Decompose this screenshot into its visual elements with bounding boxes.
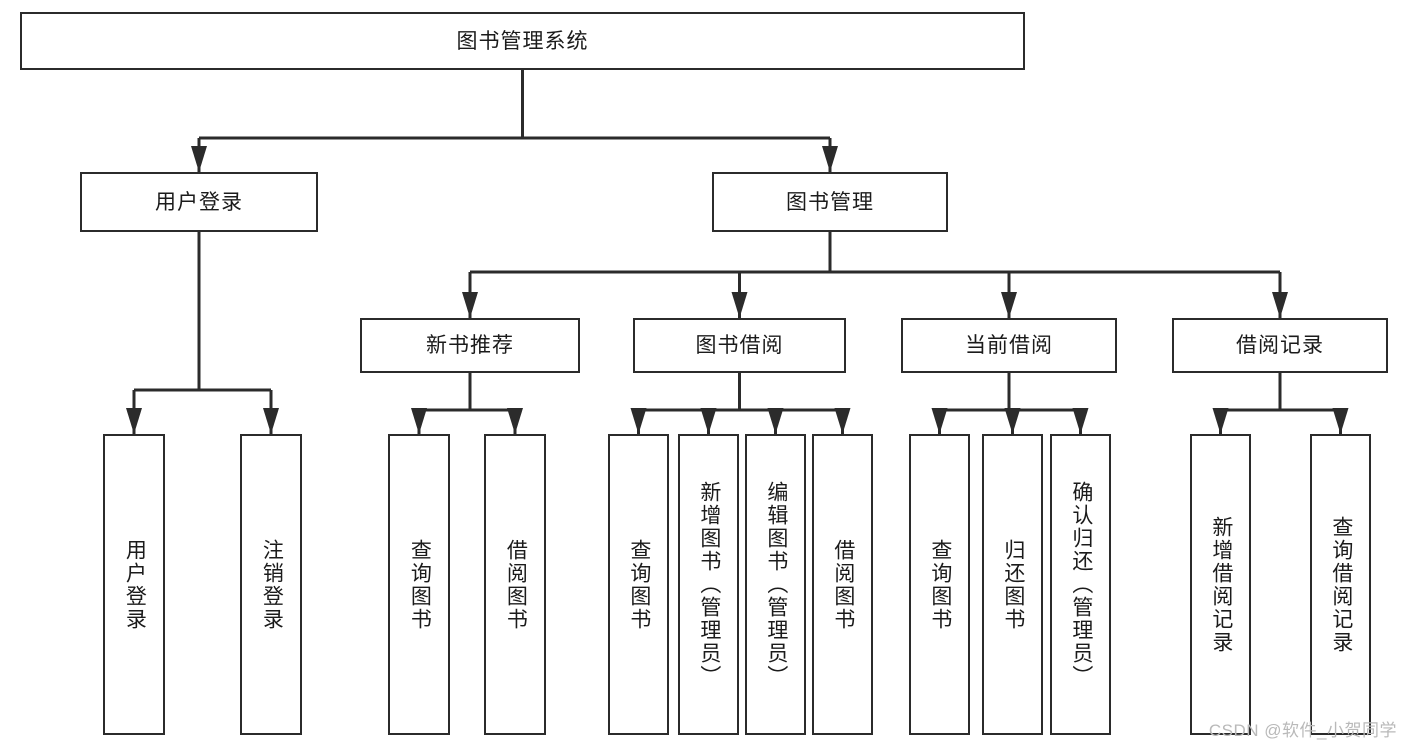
leaf-query-book-recommend[interactable]: 查询图书 — [388, 434, 450, 735]
leaf-user-login[interactable]: 用户登录 — [103, 434, 165, 735]
leaf-label: 确认归还（管理员） — [1069, 481, 1093, 688]
leaf-label: 查询借阅记录 — [1329, 515, 1353, 654]
node-root[interactable]: 图书管理系统 — [20, 12, 1025, 70]
leaf-logout-login[interactable]: 注销登录 — [240, 434, 302, 735]
leaf-add-borrow-record[interactable]: 新增借阅记录 — [1190, 434, 1251, 735]
leaf-label: 查询图书 — [408, 538, 432, 631]
leaf-borrow-book-borrow[interactable]: 借阅图书 — [812, 434, 873, 735]
leaf-return-book[interactable]: 归还图书 — [982, 434, 1043, 735]
leaf-confirm-return-admin[interactable]: 确认归还（管理员） — [1050, 434, 1111, 735]
leaf-label: 编辑图书（管理员） — [764, 481, 788, 688]
leaf-label: 查询图书 — [928, 538, 952, 631]
leaf-edit-book-admin[interactable]: 编辑图书（管理员） — [745, 434, 806, 735]
node-book-borrow[interactable]: 图书借阅 — [633, 318, 846, 373]
csdn-watermark: CSDN @软件_小贺同学 — [1208, 721, 1397, 740]
leaf-label: 借阅图书 — [504, 538, 528, 631]
node-user-login[interactable]: 用户登录 — [80, 172, 318, 232]
leaf-add-book-admin[interactable]: 新增图书（管理员） — [678, 434, 739, 735]
node-current-borrow[interactable]: 当前借阅 — [901, 318, 1117, 373]
leaf-query-book-borrow[interactable]: 查询图书 — [608, 434, 669, 735]
leaf-label: 查询图书 — [627, 538, 651, 631]
leaf-borrow-book-recommend[interactable]: 借阅图书 — [484, 434, 546, 735]
leaf-label: 新增借阅记录 — [1209, 515, 1233, 654]
leaf-query-borrow-record[interactable]: 查询借阅记录 — [1310, 434, 1371, 735]
leaf-label: 归还图书 — [1001, 538, 1025, 631]
leaf-label: 用户登录 — [123, 538, 147, 631]
leaf-label: 借阅图书 — [831, 538, 855, 631]
node-book-management[interactable]: 图书管理 — [712, 172, 948, 232]
leaf-label: 注销登录 — [260, 538, 284, 631]
node-new-book-recommend[interactable]: 新书推荐 — [360, 318, 580, 373]
node-borrow-record[interactable]: 借阅记录 — [1172, 318, 1388, 373]
leaf-label: 新增图书（管理员） — [697, 481, 721, 688]
leaf-query-book-current[interactable]: 查询图书 — [909, 434, 970, 735]
